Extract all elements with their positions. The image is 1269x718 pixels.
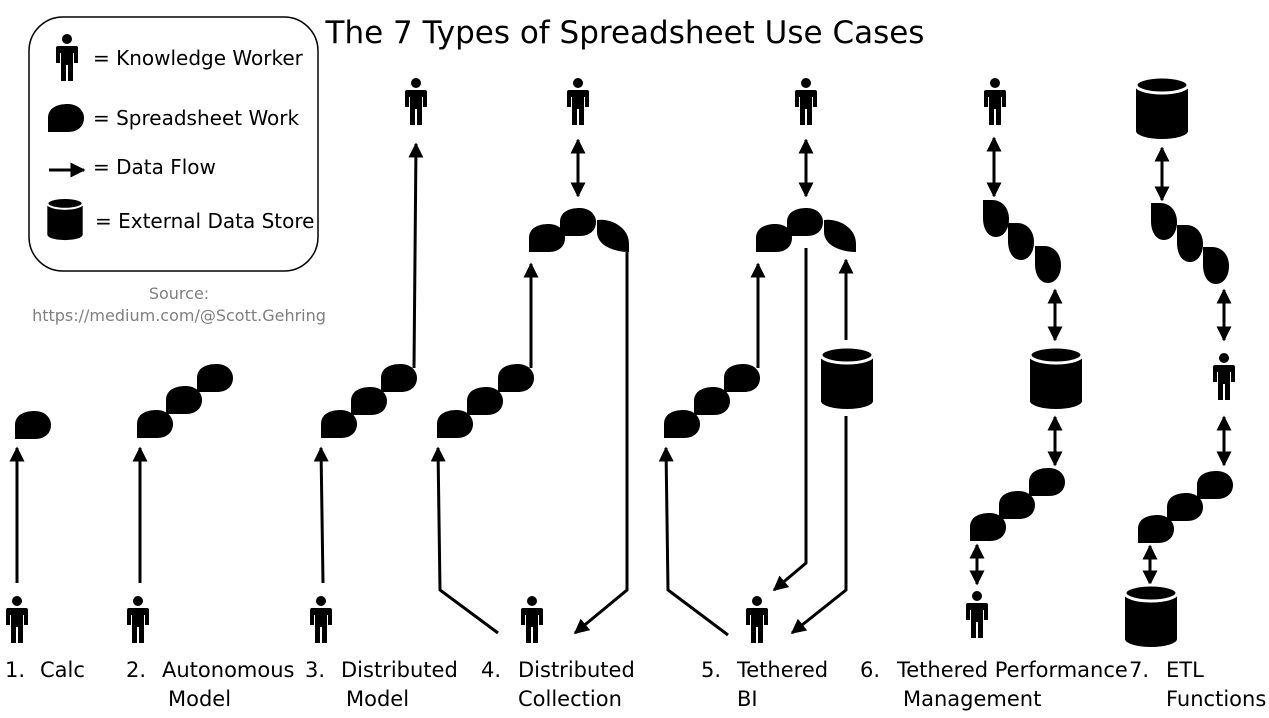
- case-3-number: 3.: [305, 658, 325, 682]
- arrow-icon: [573, 252, 629, 635]
- case-3-diagram: [310, 78, 427, 643]
- case-labels: 1. Calc 2. Autonomous Model 3. Distribut…: [5, 658, 1266, 711]
- cylinder-icon: [819, 345, 875, 411]
- source-label: Source:: [149, 284, 209, 303]
- case-1-diagram: [6, 411, 51, 643]
- cylinder-icon: [46, 196, 84, 242]
- case-2-number: 2.: [126, 658, 146, 682]
- case-5-number: 5.: [701, 658, 721, 682]
- legend-work-label: = Spreadsheet Work: [93, 106, 300, 130]
- spreadsheet-blob-icon: [1167, 493, 1203, 521]
- case-4-diagram: [430, 78, 629, 643]
- case-4-number: 4.: [481, 658, 501, 682]
- person-icon: [567, 78, 589, 125]
- person-icon: [405, 78, 427, 125]
- spreadsheet-blob-icon: [1035, 246, 1061, 283]
- spreadsheet-blob-icon: [824, 219, 856, 252]
- case-2-diagram: [127, 364, 233, 643]
- spreadsheet-blob-icon: [560, 208, 596, 236]
- case-6-label-line2: Management: [903, 687, 1041, 711]
- source-url: https://medium.com/@Scott.Gehring: [32, 306, 326, 325]
- spreadsheet-blob-icon: [467, 387, 503, 415]
- person-icon: [746, 596, 768, 643]
- legend-flow-label: = Data Flow: [93, 155, 216, 179]
- cylinder-icon: [1123, 583, 1179, 649]
- case-2-label: Autonomous: [162, 658, 294, 682]
- case-6-diagram: [966, 78, 1084, 638]
- spreadsheet-blob-icon: [529, 224, 565, 252]
- case-7-label-line2: Functions: [1166, 687, 1266, 711]
- spreadsheet-blob-icon: [1151, 203, 1177, 240]
- case-1-label: Calc: [40, 658, 85, 682]
- spreadsheet-blob-icon: [166, 386, 202, 414]
- person-icon: [966, 591, 988, 638]
- spreadsheet-blob-icon: [983, 200, 1009, 237]
- case-3-label-line2: Model: [346, 687, 409, 711]
- person-icon: [56, 34, 78, 81]
- spreadsheet-blob-icon: [197, 364, 233, 392]
- case-5-diagram: [658, 78, 875, 643]
- spreadsheet-blob-icon: [1029, 468, 1065, 496]
- arrow-icon: [430, 446, 499, 635]
- person-icon: [127, 596, 149, 643]
- spreadsheet-blob-icon: [724, 364, 760, 392]
- spreadsheet-blob-icon: [1008, 223, 1034, 260]
- spreadsheet-blob-icon: [597, 219, 629, 252]
- page-title: The 7 Types of Spreadsheet Use Cases: [325, 15, 925, 51]
- case-7-label: ETL: [1166, 658, 1204, 682]
- legend-worker-label: = Knowledge Worker: [93, 46, 304, 70]
- case-2-label-line2: Model: [168, 687, 231, 711]
- arrow-icon: [313, 446, 329, 584]
- case-7-number: 7.: [1129, 658, 1149, 682]
- arrow-icon: [772, 248, 808, 592]
- spreadsheet-blob-icon: [48, 104, 84, 132]
- person-icon: [521, 596, 543, 643]
- case-6-number: 6.: [860, 658, 880, 682]
- legend-store-label: = External Data Store: [95, 209, 314, 233]
- spreadsheet-blob-icon: [15, 411, 51, 439]
- spreadsheet-blob-icon: [381, 364, 417, 392]
- spreadsheet-blob-icon: [756, 224, 792, 252]
- case-1-number: 1.: [5, 658, 25, 682]
- spreadsheet-blob-icon: [1197, 471, 1233, 499]
- spreadsheet-blob-icon: [137, 410, 173, 438]
- spreadsheet-blob-icon: [1138, 515, 1174, 543]
- case-6-label: Tethered Performance: [896, 658, 1128, 682]
- arrow-icon: [658, 446, 729, 637]
- case-5-label: Tethered: [736, 658, 828, 682]
- case-5-label-line2: BI: [737, 687, 758, 711]
- spreadsheet-blob-icon: [1177, 225, 1203, 262]
- spreadsheet-blob-icon: [1203, 247, 1229, 284]
- cylinder-icon: [1134, 75, 1190, 141]
- case-4-label: Distributed: [518, 658, 635, 682]
- cylinder-icon: [1028, 345, 1084, 411]
- person-icon: [984, 78, 1006, 125]
- spreadsheet-blob-icon: [999, 491, 1035, 519]
- person-icon: [1213, 353, 1235, 400]
- case-7-diagram: [1123, 75, 1235, 649]
- person-icon: [310, 596, 332, 643]
- person-icon: [795, 78, 817, 125]
- arrow-icon: [790, 416, 848, 635]
- arrow-icon: [408, 142, 424, 369]
- spreadsheet-blob-icon: [498, 364, 534, 392]
- case-4-label-line2: Collection: [518, 687, 622, 711]
- person-icon: [6, 596, 28, 643]
- spreadsheet-blob-icon: [787, 208, 823, 236]
- legend: = Knowledge Worker = Spreadsheet Work = …: [28, 16, 319, 272]
- spreadsheet-blob-icon: [970, 513, 1006, 541]
- case-3-label: Distributed: [341, 658, 458, 682]
